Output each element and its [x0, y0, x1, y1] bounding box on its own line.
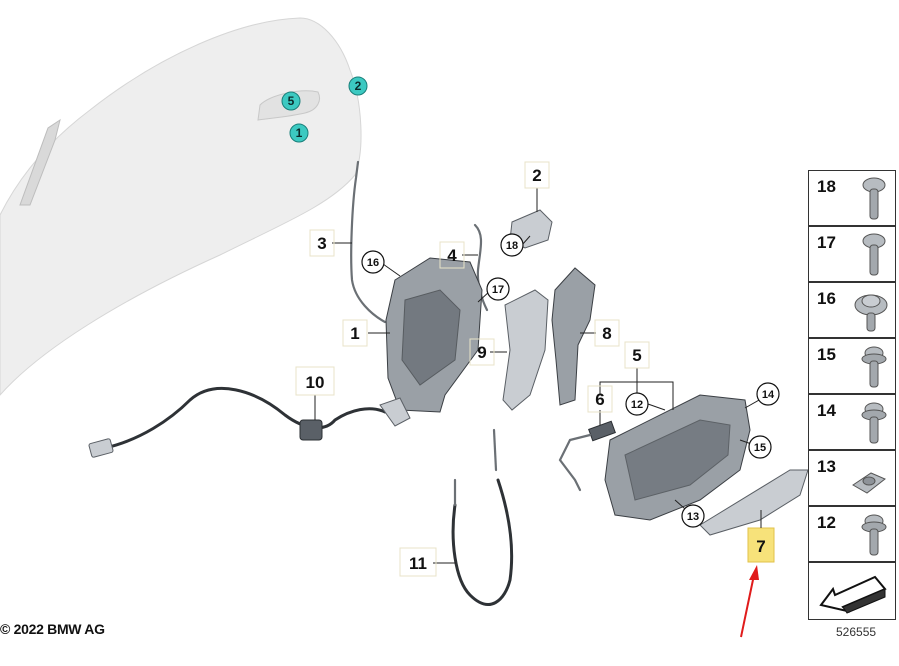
callout-7: 7: [756, 537, 765, 556]
part-cable-10: [88, 386, 411, 458]
svg-text:1: 1: [296, 126, 303, 140]
circled-callout-14: 14: [756, 382, 780, 406]
fastener-row-arrow: [808, 562, 896, 620]
leader-lines: [314, 188, 769, 564]
red-arrow-icon: [740, 565, 759, 638]
svg-text:18: 18: [506, 240, 518, 252]
diagram-id: 526555: [836, 625, 877, 639]
svg-text:6: 6: [595, 390, 604, 409]
fastener-number: 16: [817, 289, 836, 308]
callout-1: 1: [342, 319, 368, 347]
svg-text:15: 15: [754, 442, 766, 454]
fastener-number: 14: [817, 401, 836, 420]
fastener-row-13: 13: [808, 450, 896, 506]
part-handle-cover-7: [699, 469, 809, 536]
fastener-row-12: 12: [808, 506, 896, 562]
part-cable-11: [451, 428, 514, 606]
svg-text:1: 1: [350, 324, 359, 343]
svg-text:5: 5: [288, 94, 295, 108]
collar-screw-icon: [861, 514, 887, 556]
callout-11: 11: [399, 547, 437, 577]
svg-text:12: 12: [631, 399, 643, 411]
svg-text:7: 7: [756, 537, 765, 556]
fastener-row-15: 15: [808, 338, 896, 394]
circled-callout-18: 18: [500, 233, 524, 257]
part-door-lock-1: [385, 257, 483, 413]
part-handle-carrier-5: [604, 394, 751, 521]
callout-10: 10: [295, 366, 335, 396]
svg-text:11: 11: [409, 554, 427, 573]
clip-nut-icon: [852, 472, 886, 494]
door-panel: [0, 17, 362, 396]
fastener-table: 18 17 16 15 14: [808, 170, 896, 620]
fastener-number: 18: [817, 177, 836, 196]
callout-9: 9: [469, 338, 495, 366]
svg-text:17: 17: [492, 284, 504, 296]
svg-text:16: 16: [367, 257, 379, 269]
arrow-icon: [819, 575, 887, 614]
part-sensor-6: [558, 420, 616, 492]
torx-screw-icon: [862, 233, 886, 276]
fastener-number: 17: [817, 233, 836, 252]
door-marker-2: 2: [348, 76, 368, 96]
fastener-row-18: 18: [808, 170, 896, 226]
fastener-row-17: 17: [808, 226, 896, 282]
fastener-number: 13: [817, 457, 836, 476]
callout-5: 5: [624, 341, 650, 369]
collar-screw-icon: [861, 402, 887, 444]
svg-text:8: 8: [602, 324, 611, 343]
callout-8: 8: [594, 319, 620, 347]
fastener-row-14: 14: [808, 394, 896, 450]
svg-text:2: 2: [355, 79, 362, 93]
callout-2: 2: [524, 161, 550, 189]
fastener-number: 12: [817, 513, 836, 532]
svg-text:10: 10: [306, 373, 325, 392]
fastener-row-16: 16: [808, 282, 896, 338]
part-bracket-9: [502, 289, 549, 411]
circled-callout-12: 12: [625, 392, 649, 416]
circled-callout-16: 16: [361, 250, 385, 274]
circled-callout-17: 17: [486, 277, 510, 301]
part-bracket-8: [551, 267, 596, 406]
washer-screw-icon: [854, 294, 888, 332]
callout-4: 4: [439, 241, 465, 269]
svg-text:2: 2: [532, 166, 541, 185]
svg-text:4: 4: [447, 246, 457, 265]
torx-screw-icon: [862, 177, 886, 220]
svg-text:9: 9: [477, 343, 486, 362]
fastener-number: 15: [817, 345, 836, 364]
svg-text:3: 3: [317, 234, 326, 253]
copyright-notice: © 2022 BMW AG: [0, 621, 105, 637]
svg-text:5: 5: [632, 346, 641, 365]
callout-6: 6: [587, 385, 613, 413]
part-rod-3: [350, 160, 387, 324]
circled-callout-13: 13: [681, 504, 705, 528]
callout-3: 3: [309, 229, 335, 257]
door-marker-1: 1: [289, 123, 309, 143]
collar-screw-icon: [861, 346, 887, 388]
svg-text:13: 13: [687, 511, 699, 523]
circled-callout-15: 15: [748, 435, 772, 459]
part-rod-4: [473, 223, 489, 312]
svg-text:14: 14: [762, 389, 775, 401]
door-marker-5: 5: [281, 91, 301, 111]
